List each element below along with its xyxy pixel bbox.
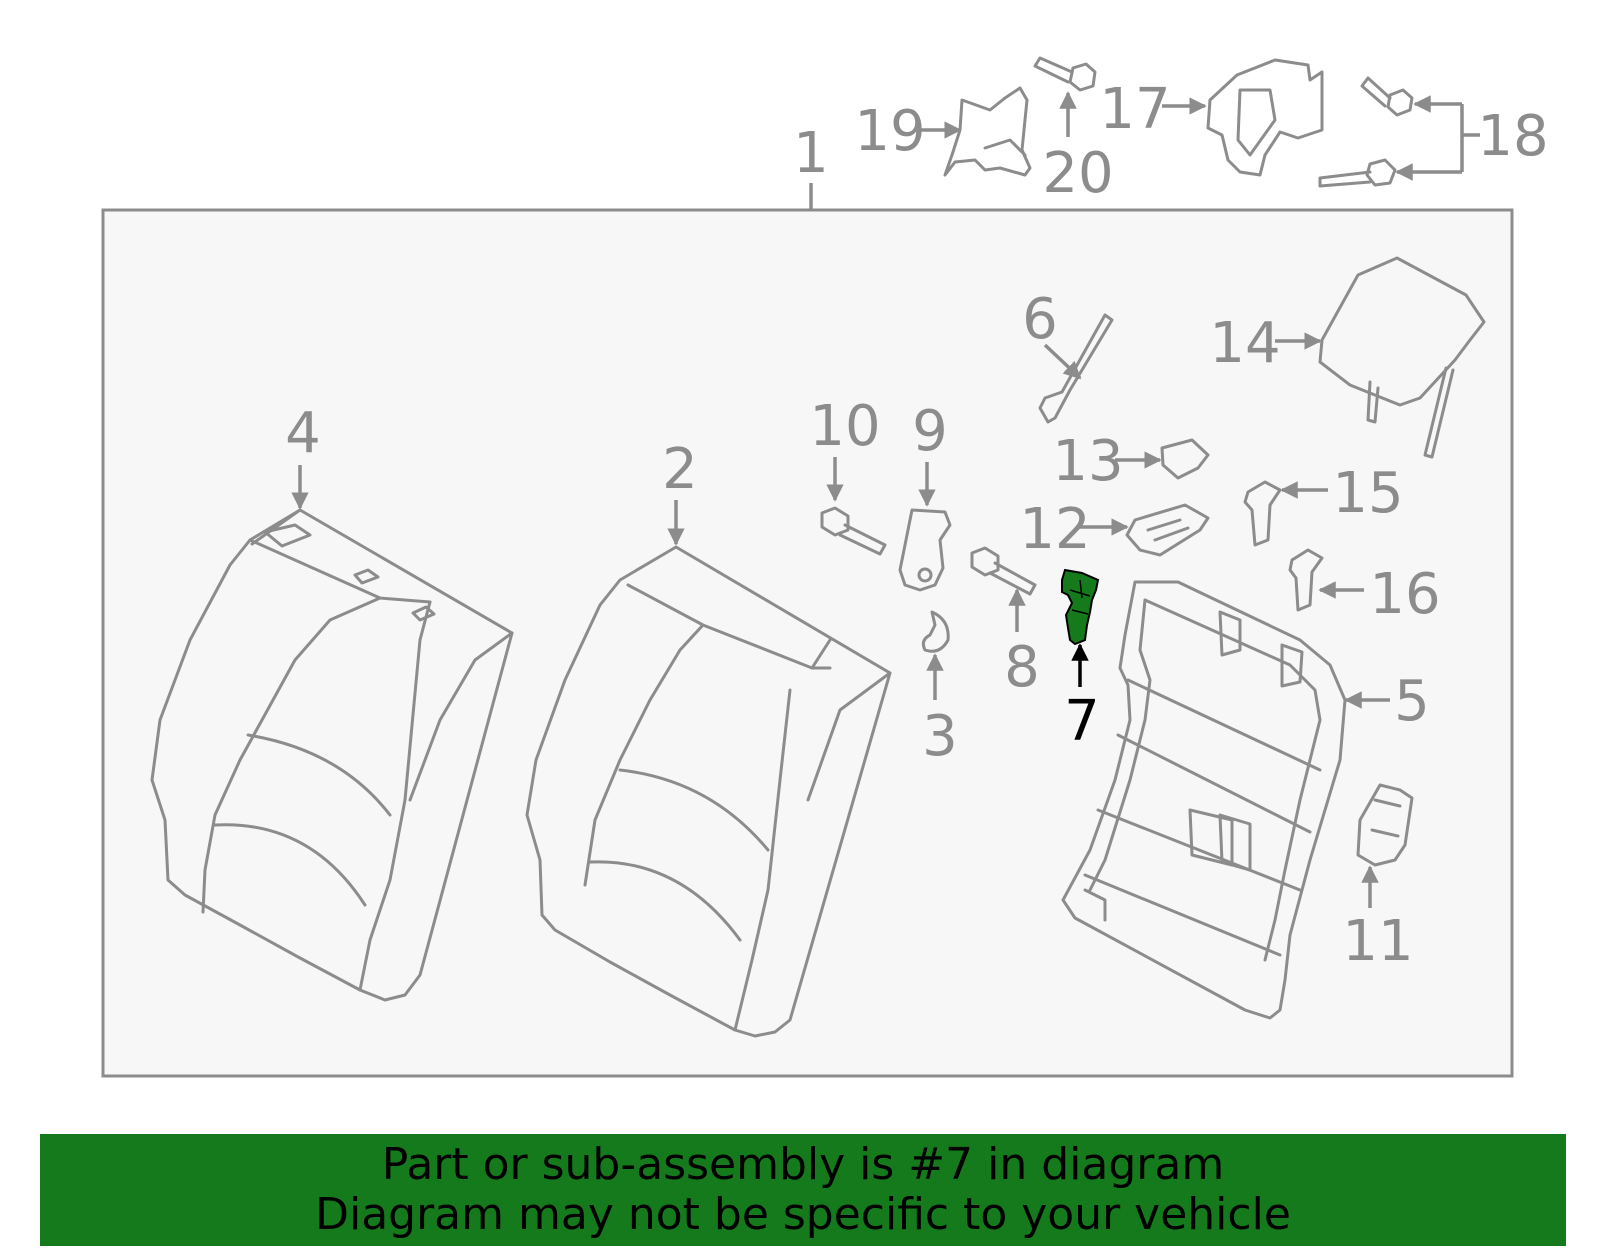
- callout-7[interactable]: 7: [1064, 689, 1100, 754]
- assembly-panel: [101, 208, 1514, 1078]
- callout-12[interactable]: 12: [1019, 497, 1090, 562]
- part-20-bolt[interactable]: [1033, 56, 1097, 92]
- callout-2[interactable]: 2: [662, 437, 698, 502]
- callout-1[interactable]: 1: [793, 121, 829, 186]
- part-5-seat-back-frame[interactable]: [1061, 580, 1347, 1020]
- callout-16[interactable]: 16: [1369, 562, 1440, 627]
- callout-8[interactable]: 8: [1004, 635, 1040, 700]
- part-19-bracket[interactable]: [943, 86, 1032, 177]
- footer-banner: Part or sub-assembly is #7 in diagram Di…: [40, 1134, 1566, 1246]
- footer-line-1: Part or sub-assembly is #7 in diagram: [381, 1139, 1225, 1190]
- part-2-seat-back-pad[interactable]: [525, 545, 892, 1038]
- callout-17[interactable]: 17: [1099, 77, 1170, 142]
- part-9-latch[interactable]: [898, 508, 952, 592]
- callout-14[interactable]: 14: [1209, 311, 1280, 376]
- part-3-clip[interactable]: [921, 610, 950, 653]
- callout-11[interactable]: 11: [1342, 909, 1413, 974]
- callout-3[interactable]: 3: [922, 704, 958, 769]
- part-11-switch[interactable]: [1356, 783, 1414, 867]
- part-15-guide-lock[interactable]: [1243, 480, 1282, 547]
- part-13-pad[interactable]: [1160, 438, 1210, 480]
- callout-13[interactable]: 13: [1052, 429, 1123, 494]
- callout-15[interactable]: 15: [1332, 461, 1403, 526]
- part-18-bolts[interactable]: [1318, 76, 1414, 188]
- part-14-headrest[interactable]: [1318, 256, 1486, 459]
- callout-9[interactable]: 9: [912, 399, 948, 464]
- part-12-bracket[interactable]: [1125, 503, 1210, 557]
- callout-19[interactable]: 19: [854, 99, 925, 164]
- callout-20[interactable]: 20: [1042, 141, 1113, 206]
- part-17-bracket[interactable]: [1206, 58, 1324, 177]
- part-6-rod[interactable]: [1038, 313, 1114, 424]
- callout-4[interactable]: 4: [285, 401, 321, 466]
- callout-10[interactable]: 10: [809, 394, 880, 459]
- part-8-bolt[interactable]: [970, 546, 1037, 596]
- part-4-seat-back-cover[interactable]: [150, 508, 514, 1002]
- callout-5[interactable]: 5: [1394, 669, 1430, 734]
- callout-6[interactable]: 6: [1022, 287, 1058, 352]
- callout-18[interactable]: 18: [1477, 104, 1548, 169]
- part-10-bolt[interactable]: [820, 506, 887, 556]
- footer-line-2: Diagram may not be specific to your vehi…: [315, 1189, 1291, 1240]
- part-16-guide-free[interactable]: [1288, 548, 1324, 612]
